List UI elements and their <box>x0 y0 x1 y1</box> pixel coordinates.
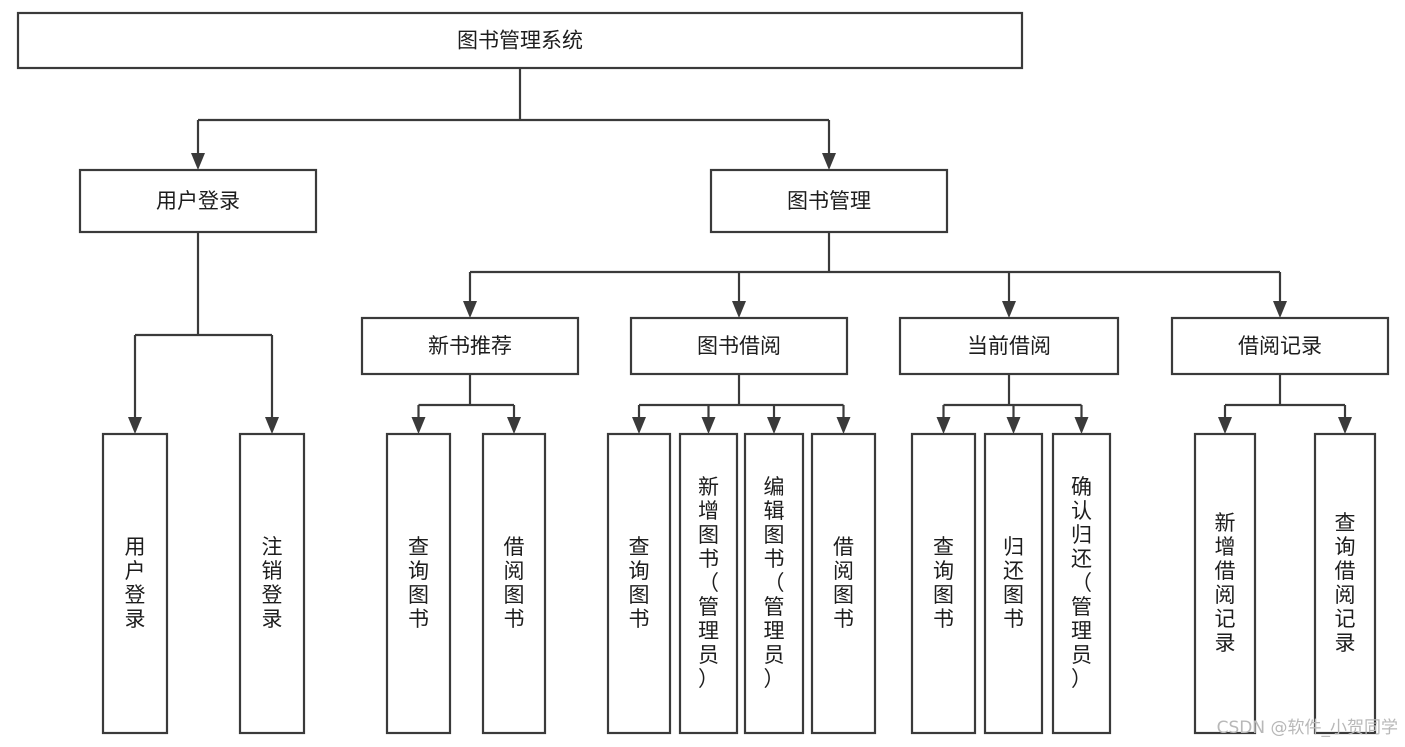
node-leaf10[interactable]: 归还图书 <box>983 432 1044 735</box>
arrow-head-bookmgmt <box>822 153 836 170</box>
node-login[interactable]: 用户登录 <box>78 168 318 234</box>
node-bookmgmt[interactable]: 图书管理 <box>709 168 949 234</box>
node-box-leaf11 <box>1051 432 1112 735</box>
arrow-head-leaf1 <box>128 417 142 434</box>
arrow-head-newbook <box>463 301 477 318</box>
node-box-leaf12 <box>1193 432 1257 735</box>
arrow-head-leaf4 <box>507 417 521 434</box>
node-leaf4[interactable]: 借阅图书 <box>481 432 547 735</box>
arrow-head-login <box>191 153 205 170</box>
node-records[interactable]: 借阅记录 <box>1170 316 1390 376</box>
node-label-leaf8: 借阅图书 <box>833 535 854 631</box>
node-leaf5[interactable]: 查询图书 <box>606 432 672 735</box>
node-box-newbook <box>360 316 580 376</box>
node-box-leaf5 <box>606 432 672 735</box>
node-leaf2[interactable]: 注销登录 <box>238 432 306 735</box>
node-leaf8[interactable]: 借阅图书 <box>810 432 877 735</box>
node-leaf1[interactable]: 用户登录 <box>101 432 169 735</box>
node-box-login <box>78 168 318 234</box>
node-label-leaf7: 编辑图书（管理员） <box>764 475 785 691</box>
node-label-leaf10: 归还图书 <box>1003 535 1024 631</box>
node-label-bookmgmt: 图书管理 <box>787 189 871 213</box>
arrow-head-leaf3 <box>411 417 426 434</box>
arrow-head-leaf8 <box>836 417 851 434</box>
node-box-borrow <box>629 316 849 376</box>
node-leaf9[interactable]: 查询图书 <box>910 432 977 735</box>
arrow-head-leaf11 <box>1074 417 1089 434</box>
node-leaf13[interactable]: 查询借阅记录 <box>1313 432 1377 735</box>
csdn-watermark: CSDN @软件_小贺同学 <box>1217 718 1398 738</box>
node-box-leaf9 <box>910 432 977 735</box>
node-layer: 图书管理系统用户登录图书管理新书推荐图书借阅当前借阅借阅记录用户登录注销登录查询… <box>16 11 1390 735</box>
node-label-leaf9: 查询图书 <box>933 535 954 631</box>
node-current[interactable]: 当前借阅 <box>898 316 1120 376</box>
node-label-leaf5: 查询图书 <box>629 535 650 631</box>
node-label-login: 用户登录 <box>156 189 240 213</box>
node-label-leaf6: 新增图书（管理员） <box>698 475 719 691</box>
arrow-head-records <box>1273 301 1287 318</box>
node-label-borrow: 图书借阅 <box>697 334 781 358</box>
node-box-leaf3 <box>385 432 452 735</box>
node-label-leaf1: 用户登录 <box>125 535 146 631</box>
connector-layer <box>128 68 1352 434</box>
node-leaf12[interactable]: 新增借阅记录 <box>1193 432 1257 735</box>
arrow-head-borrow <box>732 301 746 318</box>
node-label-leaf11: 确认归还（管理员） <box>1071 475 1092 691</box>
node-newbook[interactable]: 新书推荐 <box>360 316 580 376</box>
arrow-head-leaf6 <box>701 417 716 434</box>
node-label-leaf13: 查询借阅记录 <box>1335 511 1356 655</box>
node-leaf3[interactable]: 查询图书 <box>385 432 452 735</box>
arrow-head-leaf12 <box>1218 417 1232 434</box>
arrow-head-leaf7 <box>767 417 781 434</box>
node-box-leaf13 <box>1313 432 1377 735</box>
node-box-leaf6 <box>678 432 739 735</box>
node-leaf6[interactable]: 新增图书（管理员） <box>678 432 739 735</box>
node-label-root: 图书管理系统 <box>457 29 583 53</box>
node-root[interactable]: 图书管理系统 <box>16 11 1024 70</box>
node-box-leaf2 <box>238 432 306 735</box>
node-box-leaf4 <box>481 432 547 735</box>
arrow-head-leaf13 <box>1338 417 1352 434</box>
node-box-leaf10 <box>983 432 1044 735</box>
node-box-leaf1 <box>101 432 169 735</box>
arrow-head-leaf2 <box>265 417 279 434</box>
node-label-leaf3: 查询图书 <box>408 535 429 631</box>
arrow-head-leaf10 <box>1006 417 1021 434</box>
node-box-bookmgmt <box>709 168 949 234</box>
node-label-records: 借阅记录 <box>1238 334 1322 358</box>
arrow-head-leaf9 <box>936 417 951 434</box>
node-leaf11[interactable]: 确认归还（管理员） <box>1051 432 1112 735</box>
node-label-newbook: 新书推荐 <box>428 334 512 358</box>
node-box-records <box>1170 316 1390 376</box>
node-box-current <box>898 316 1120 376</box>
node-label-current: 当前借阅 <box>967 334 1051 358</box>
arrow-head-leaf5 <box>632 417 646 434</box>
arrow-head-current <box>1002 301 1016 318</box>
node-box-leaf8 <box>810 432 877 735</box>
node-borrow[interactable]: 图书借阅 <box>629 316 849 376</box>
node-box-root <box>16 11 1024 70</box>
node-label-leaf4: 借阅图书 <box>504 535 525 631</box>
node-box-leaf7 <box>743 432 805 735</box>
node-leaf7[interactable]: 编辑图书（管理员） <box>743 432 805 735</box>
node-label-leaf2: 注销登录 <box>262 535 283 631</box>
node-label-leaf12: 新增借阅记录 <box>1215 511 1236 655</box>
